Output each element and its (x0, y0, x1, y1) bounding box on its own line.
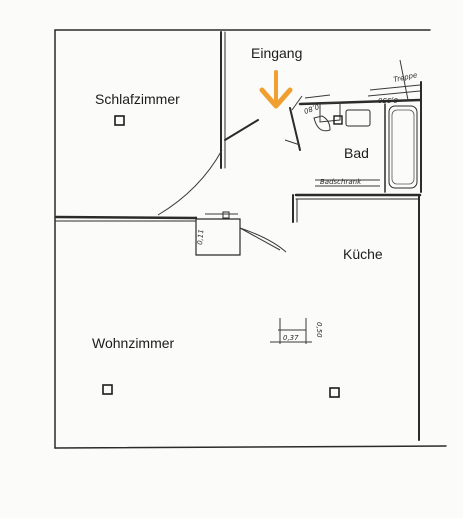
treppe-label: Treppe (393, 71, 418, 84)
entrance-label: Eingang (251, 45, 302, 61)
socket-bedroom (114, 115, 125, 126)
bath-fixture-label: Badschrank (320, 178, 362, 186)
room-label-kueche: Küche (343, 246, 383, 262)
kitchen-measure-label: 0,37 (283, 334, 299, 342)
socket-living-left (102, 384, 113, 395)
kitchen-measure: 0,37 0,50 (270, 318, 323, 344)
bathroom-walls (284, 94, 422, 223)
socket-living-right (329, 387, 340, 398)
stairs-hint (367, 59, 421, 101)
room-label-schlafzimmer: Schlafzimmer (95, 91, 180, 107)
hall-walls (195, 211, 287, 256)
arrow-down-icon (259, 70, 293, 109)
room-label-wohnzimmer: Wohnzimmer (92, 335, 175, 351)
bedroom-walls (54, 31, 259, 222)
kitchen-measure-v-label: 0,50 (315, 322, 323, 338)
bath-width-label: 0,350 (377, 96, 398, 104)
room-label-bad: Bad (344, 145, 369, 161)
hall-measure-label: 0,11 (196, 229, 205, 245)
sockets (102, 115, 343, 398)
socket-bath (333, 115, 343, 125)
outer-walls (54, 29, 447, 449)
